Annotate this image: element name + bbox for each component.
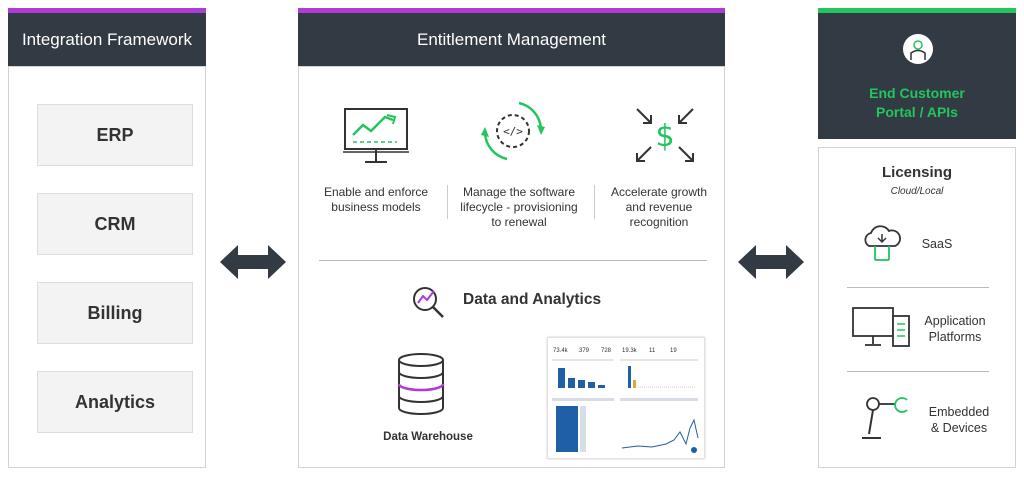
entitlement-title: Entitlement Management xyxy=(417,30,606,49)
dashboard-stat: 73.4k xyxy=(553,348,568,354)
dollar-arrows-icon: $ xyxy=(636,108,694,162)
monitor-chart-icon xyxy=(343,108,409,163)
dashboard-stat: 11 xyxy=(649,348,656,354)
licensing-item-label: Embedded xyxy=(928,405,990,419)
warehouse-label: Data Warehouse xyxy=(383,431,473,443)
integration-accent-bar xyxy=(8,8,206,13)
robot-arm-icon xyxy=(862,397,908,439)
licensing-item-saas: SaaS xyxy=(917,236,957,252)
licensing-divider xyxy=(847,371,989,372)
database-icon xyxy=(397,353,445,415)
devices-icon xyxy=(852,307,910,347)
entitlement-panel: </> $ Enable and enforce business models… xyxy=(298,66,725,468)
entitlement-accent-bar xyxy=(298,8,725,13)
feature-divider xyxy=(594,185,595,219)
feature-caption-lifecycle: Manage the software lifecycle - provisio… xyxy=(460,185,578,229)
integration-item-billing: Billing xyxy=(37,282,193,344)
integration-header: Integration Framework xyxy=(8,13,206,66)
dashboard-stats-row: 73.4k 379 728 19.3k 11 19 xyxy=(552,348,700,358)
customer-title-line2: Portal / APIs xyxy=(876,104,958,120)
licensing-item-embedded: Embedded & Devices xyxy=(923,404,995,436)
licensing-item-label: Application xyxy=(924,314,986,328)
integration-item-analytics: Analytics xyxy=(37,371,193,433)
integration-item-label: Billing xyxy=(87,302,143,323)
analytics-dashboard-thumbnail: 73.4k 379 728 19.3k 11 19 xyxy=(547,337,705,459)
licensing-divider xyxy=(847,287,989,288)
svg-text:</>: </> xyxy=(503,125,523,138)
dashboard-stat: 19.3k xyxy=(622,348,637,354)
licensing-item-label: Platforms xyxy=(928,330,982,344)
integration-item-label: CRM xyxy=(94,213,136,234)
licensing-item-label: & Devices xyxy=(930,421,988,435)
dashboard-charts xyxy=(552,359,699,453)
integration-item-label: ERP xyxy=(96,124,134,145)
feature-caption-business-models: Enable and enforce business models xyxy=(323,185,429,214)
dashboard-stat: 728 xyxy=(601,348,612,354)
customer-title-line1: End Customer xyxy=(869,85,965,101)
customer-accent-bar xyxy=(818,8,1016,13)
section-divider xyxy=(319,260,707,261)
dashboard-stat: 19 xyxy=(670,348,677,354)
feature-divider xyxy=(447,185,448,219)
magnifier-chart-icon xyxy=(413,287,444,318)
customer-header: End Customer Portal / APIs xyxy=(818,13,1016,139)
svg-text:$: $ xyxy=(655,119,674,154)
bidirectional-arrow-icon xyxy=(738,245,804,279)
licensing-item-label: SaaS xyxy=(921,237,953,251)
licensing-panel: Licensing Cloud/Local SaaS Application P… xyxy=(818,147,1016,468)
licensing-title: Licensing xyxy=(881,164,952,181)
integration-title: Integration Framework xyxy=(21,30,193,49)
bidirectional-arrow-icon xyxy=(220,245,286,279)
analytics-title: Data and Analytics xyxy=(463,291,602,308)
lifecycle-code-icon: </> xyxy=(481,101,545,161)
feature-caption-growth: Accelerate growth and revenue recognitio… xyxy=(610,185,708,229)
user-icon xyxy=(903,34,933,64)
dashboard-stat: 379 xyxy=(579,348,590,354)
entitlement-header: Entitlement Management xyxy=(298,13,725,66)
integration-item-label: Analytics xyxy=(74,391,156,412)
cloud-icon xyxy=(864,225,901,261)
integration-item-erp: ERP xyxy=(37,104,193,166)
integration-item-crm: CRM xyxy=(37,193,193,255)
licensing-subtitle: Cloud/Local xyxy=(890,186,944,197)
integration-panel: ERP CRM Billing Analytics xyxy=(8,66,206,468)
licensing-item-platforms: Application Platforms xyxy=(917,313,993,345)
